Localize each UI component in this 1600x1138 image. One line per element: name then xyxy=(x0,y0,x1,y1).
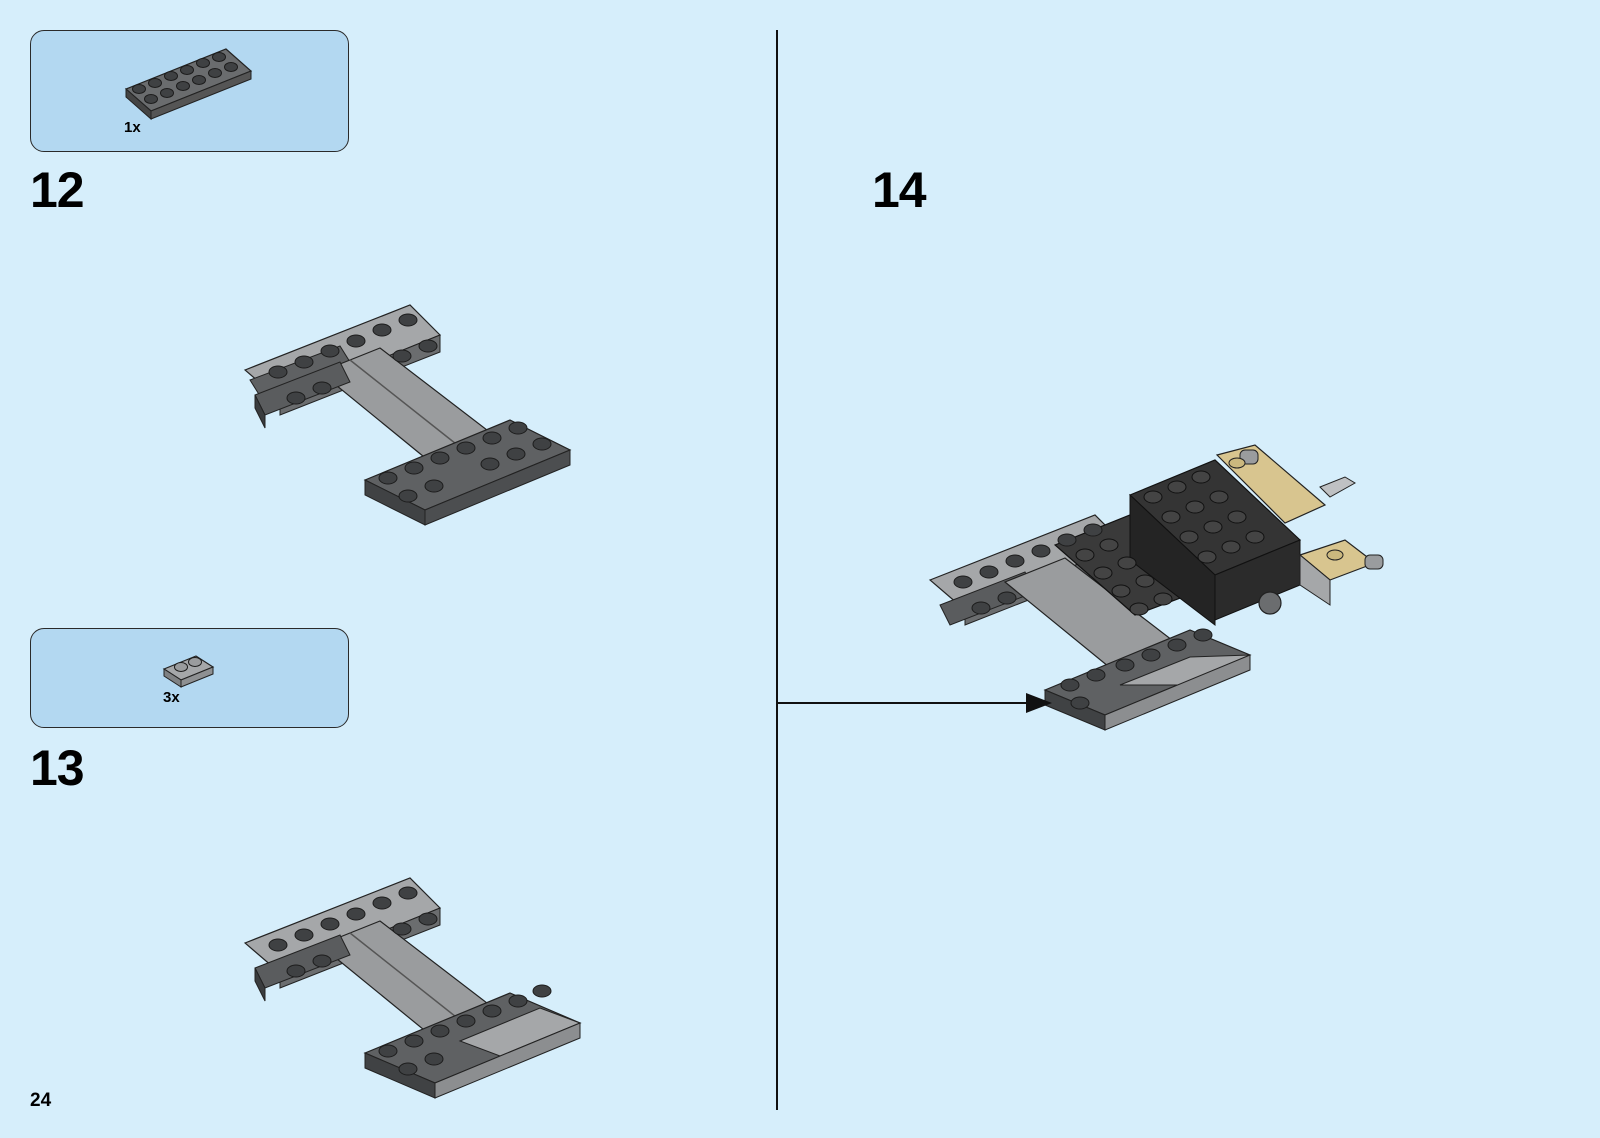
step-14-assembly-illustration xyxy=(925,445,1425,745)
page-number: 24 xyxy=(30,1090,51,1112)
step-12-parts-callout: 1x xyxy=(30,30,349,152)
part-quantity: 3x xyxy=(163,689,180,706)
step-arrow-line xyxy=(778,702,1046,704)
step-number-12: 12 xyxy=(30,165,84,215)
jumper-plate-part-icon xyxy=(31,629,350,729)
step-13-assembly-illustration xyxy=(240,873,600,1113)
part-quantity: 1x xyxy=(124,119,141,136)
column-divider xyxy=(776,30,778,1110)
step-12-assembly-illustration xyxy=(240,300,600,540)
step-number-13: 13 xyxy=(30,743,84,793)
step-13-parts-callout: 3x xyxy=(30,628,349,728)
plate-2x6-part-icon xyxy=(31,31,350,153)
step-number-14: 14 xyxy=(872,165,926,215)
arrow-head-icon xyxy=(1026,693,1052,713)
